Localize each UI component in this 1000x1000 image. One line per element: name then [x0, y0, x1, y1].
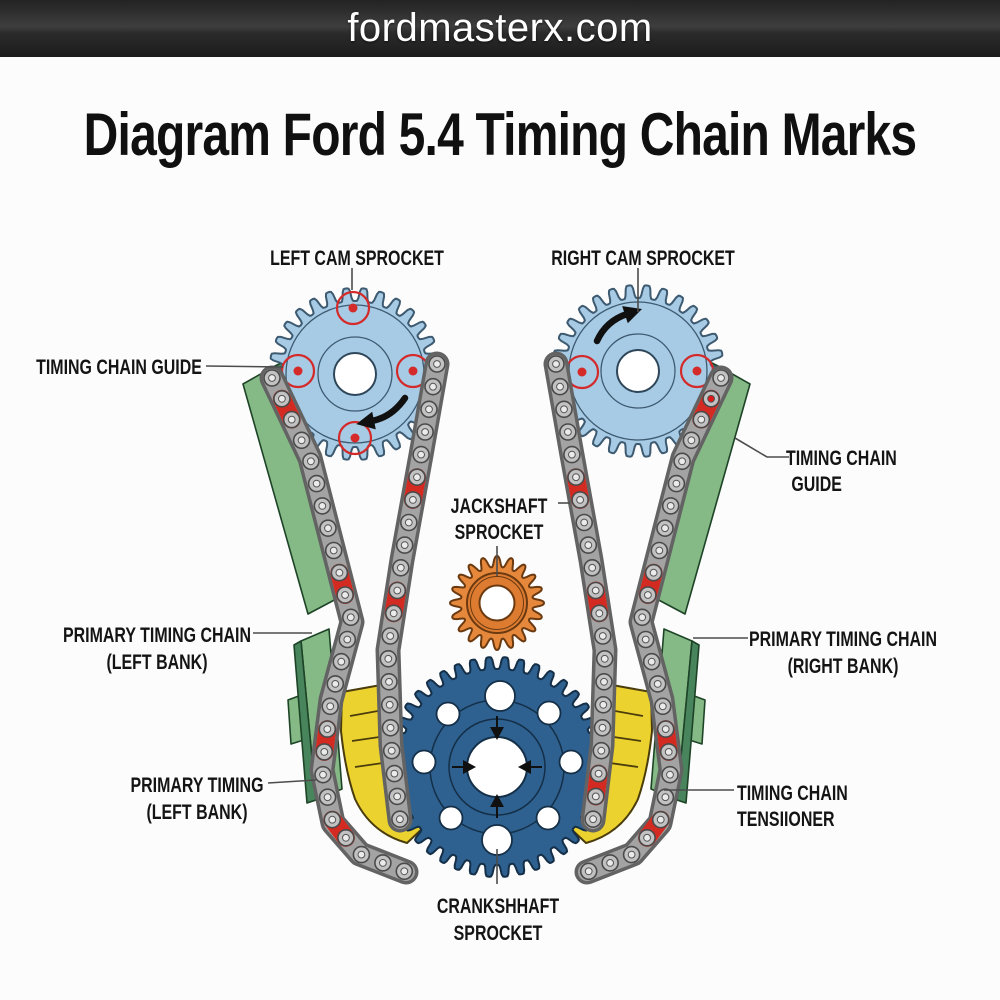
alignment-arrow — [518, 760, 531, 774]
crank-lightening-hole — [535, 805, 561, 831]
label-pointer-line — [267, 779, 317, 784]
label-pointer-line — [734, 437, 789, 458]
label-primary-timing-left: PRIMARY TIMING (LEFT BANK) — [130, 774, 264, 824]
cam-center-hole — [333, 352, 377, 396]
jackshaft-center-hole — [478, 584, 516, 622]
label-crankshaft-sprocket: CRANKSHHAFT SPROCKET — [436, 895, 560, 945]
rotation-arrow-head — [356, 411, 376, 430]
crank-lightening-hole — [484, 680, 516, 712]
timing-chain-run — [259, 365, 419, 885]
label-primary-timing-chain-right: PRIMARY TIMING CHAIN (RIGHT BANK) — [749, 628, 937, 678]
timing-chain-run — [375, 351, 450, 833]
crank-lightening-hole — [411, 749, 437, 775]
timing-mark — [335, 290, 371, 326]
timing-mark — [337, 420, 373, 456]
rotation-arrow-head — [622, 306, 642, 324]
rotation-arrow — [593, 310, 631, 345]
label-pointer-line — [205, 365, 284, 368]
cam-center-hole — [616, 349, 660, 393]
alignment-arrow — [490, 727, 504, 740]
crank-lightening-hole — [536, 700, 562, 726]
primary-timing-chains — [259, 351, 734, 885]
timing-chain-run — [574, 365, 734, 885]
crank-lightening-hole — [435, 701, 461, 727]
alignment-arrow — [463, 760, 476, 774]
label-timing-chain-guide-left: TIMING CHAIN GUIDE — [36, 356, 202, 379]
label-timing-chain-guide-right: TIMING CHAIN GUIDE — [786, 447, 897, 496]
label-primary-timing-chain-left: PRIMARY TIMING CHAIN (LEFT BANK) — [63, 624, 251, 674]
alignment-arrow — [490, 794, 504, 807]
crank-lightening-hole — [558, 749, 584, 775]
label-right-cam-sprocket: RIGHT CAM SPROCKET — [551, 247, 735, 270]
jackshaft-sprocket — [448, 554, 546, 652]
site-header: fordmasterx.com — [0, 0, 1000, 57]
right-cam-sprocket — [550, 284, 726, 458]
crankshaft-sprocket — [385, 656, 609, 878]
rotation-arrow — [368, 394, 409, 425]
label-jackshaft-sprocket: JACKSHAFT SPROCKET — [450, 495, 548, 544]
pointer-lines — [205, 268, 789, 884]
site-url: fordmasterx.com — [347, 6, 653, 50]
label-timing-chain-tensioner: TIMING CHAIN TENSIIONER — [737, 782, 848, 831]
crank-lightening-hole — [438, 805, 464, 831]
timing-chain-run — [543, 351, 618, 833]
page-title: Diagram Ford 5.4 Timing Chain Marks — [83, 101, 917, 168]
label-left-cam-sprocket: LEFT CAM SPROCKET — [270, 247, 444, 270]
